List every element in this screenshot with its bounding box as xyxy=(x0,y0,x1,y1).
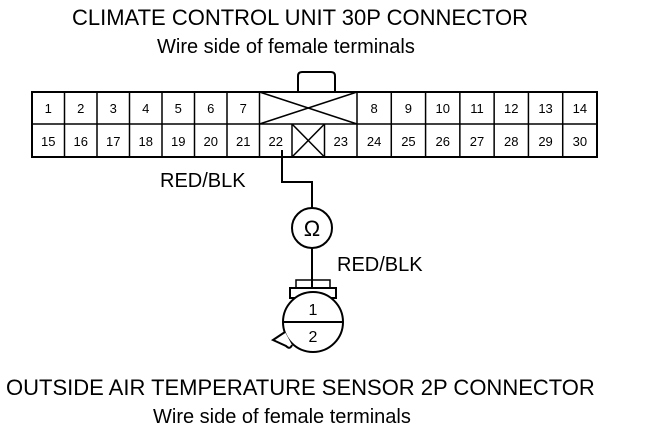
terminal-label: 29 xyxy=(538,134,552,149)
terminal-label: 10 xyxy=(435,101,449,116)
bottom-connector-subtitle: Wire side of female terminals xyxy=(153,406,411,428)
terminal-label: 20 xyxy=(204,134,218,149)
terminal-label: 16 xyxy=(74,134,88,149)
terminal-label: 5 xyxy=(175,101,182,116)
terminal-label: 19 xyxy=(171,134,185,149)
terminal-label: 14 xyxy=(573,101,587,116)
terminal-label: 28 xyxy=(504,134,518,149)
wire-label-upper: RED/BLK xyxy=(160,170,246,192)
terminal-label: 24 xyxy=(367,134,381,149)
terminal-label: 25 xyxy=(401,134,415,149)
sensor-pin-1: 1 xyxy=(309,302,318,319)
terminal-label: 1 xyxy=(45,101,52,116)
sensor-side-key xyxy=(270,331,293,349)
ohm-glyph: Ω xyxy=(304,216,320,241)
terminal-label: 21 xyxy=(236,134,250,149)
wire-upper xyxy=(281,150,313,208)
terminal-label-23: 23 xyxy=(334,134,348,149)
center-x-line xyxy=(259,91,358,125)
terminal-label: 4 xyxy=(142,101,149,116)
top-connector-title: CLIMATE CONTROL UNIT 30P CONNECTOR xyxy=(72,5,528,30)
outside-air-temp-sensor-connector: 1 2 xyxy=(270,279,344,353)
small-x-line xyxy=(291,123,326,158)
sensor-pin-2: 2 xyxy=(309,329,318,346)
bottom-connector-title: OUTSIDE AIR TEMPERATURE SENSOR 2P CONNEC… xyxy=(6,375,595,400)
terminal-label: 17 xyxy=(106,134,120,149)
terminal-label: 7 xyxy=(240,101,247,116)
terminal-label: 15 xyxy=(41,134,55,149)
terminal-label: 2 xyxy=(77,101,84,116)
terminal-label: 11 xyxy=(470,101,484,116)
top-connector-subtitle: Wire side of female terminals xyxy=(157,36,415,58)
terminal-label: 12 xyxy=(504,101,518,116)
terminal-label: 26 xyxy=(435,134,449,149)
connector-latch xyxy=(297,71,336,92)
wire-label-lower: RED/BLK xyxy=(337,254,423,276)
terminal-label: 3 xyxy=(110,101,117,116)
sensor-lock-tab-inner xyxy=(295,279,331,288)
terminal-label: 6 xyxy=(207,101,214,116)
terminal-label: 13 xyxy=(538,101,552,116)
terminal-label: 9 xyxy=(405,101,412,116)
terminal-label: 18 xyxy=(139,134,153,149)
terminal-label: 27 xyxy=(470,134,484,149)
terminal-label-22: 22 xyxy=(269,134,283,149)
terminal-label: 30 xyxy=(573,134,587,149)
terminal-label: 8 xyxy=(371,101,378,116)
